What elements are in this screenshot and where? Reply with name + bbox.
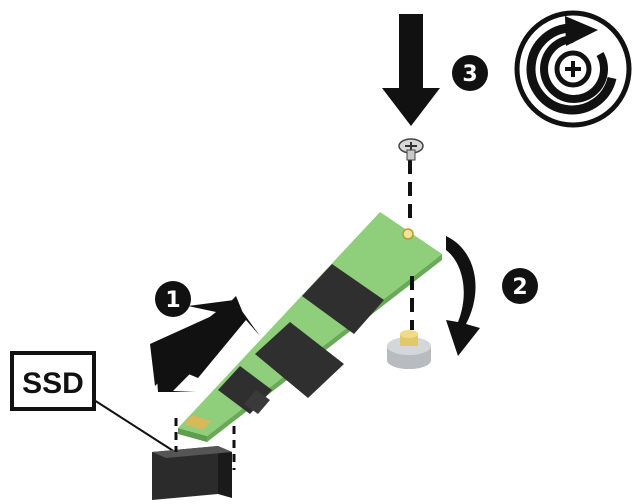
clockwise-screw-icon (514, 10, 632, 128)
ssd-label-text: SSD (22, 367, 84, 400)
insertion-guides (174, 418, 236, 470)
standoff-icon (387, 330, 431, 369)
step-2-arrow (446, 236, 480, 356)
screw-icon (398, 138, 424, 161)
step-2-badge: 2 (502, 268, 538, 304)
step-3-badge: 3 (452, 55, 488, 91)
m2-ssd-card-icon (178, 212, 442, 442)
ssd-label: SSD (10, 351, 96, 411)
screw-alignment-guide (408, 160, 414, 330)
step-3-arrow (382, 14, 440, 126)
m2-connector-icon (152, 446, 232, 500)
step-1-number: 1 (165, 288, 180, 313)
step-2-number: 2 (512, 275, 527, 300)
step-1-badge: 1 (155, 281, 191, 317)
step-3-number: 3 (462, 62, 477, 87)
memory-chip-1 (302, 264, 384, 334)
ssd-leader-line (93, 399, 176, 453)
memory-chip-2 (255, 322, 344, 398)
step-1-arrow (150, 296, 260, 392)
